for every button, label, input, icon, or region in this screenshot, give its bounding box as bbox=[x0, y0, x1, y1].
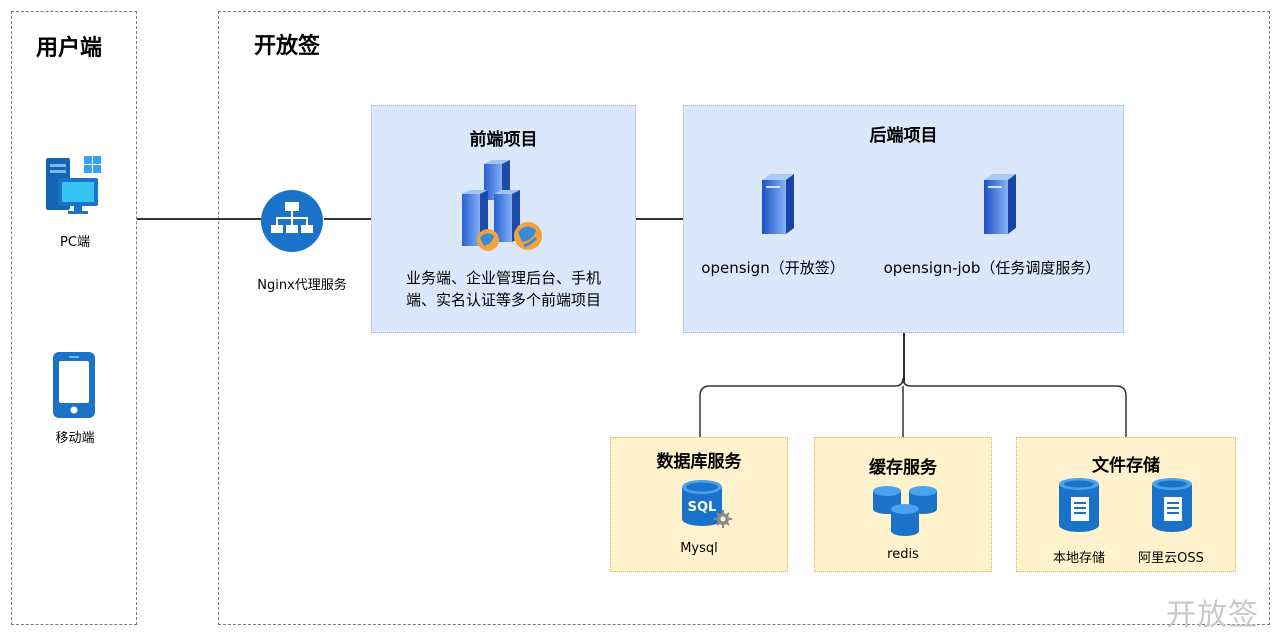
nginx-label: Nginx代理服务 bbox=[257, 278, 347, 293]
backend-service-opensign-job: opensign-job（任务调度服务） bbox=[883, 259, 1101, 277]
cloud-oss-storage-icon bbox=[1150, 477, 1194, 533]
frontend-title: 前端项目 bbox=[469, 130, 538, 150]
backend-service-opensign: opensign（开放签） bbox=[701, 259, 845, 277]
backend-box bbox=[683, 105, 1124, 333]
frontend-desc-line2: 端、实名认证等多个前端项目 bbox=[405, 291, 601, 309]
cache-item-redis: redis bbox=[887, 547, 919, 562]
sql-icon-text: SQL bbox=[688, 500, 717, 515]
connector-nginx-frontend bbox=[324, 218, 372, 220]
mobile-label: 移动端 bbox=[55, 431, 95, 446]
server-icon-opensign bbox=[760, 172, 796, 236]
backend-title: 后端项目 bbox=[869, 126, 938, 146]
system-title: 开放签 bbox=[254, 34, 321, 59]
storage-item-local: 本地存储 bbox=[1052, 551, 1105, 566]
connector-frontend-backend bbox=[636, 218, 684, 220]
system-panel bbox=[218, 11, 1270, 625]
connector-backend-trunk bbox=[903, 333, 905, 383]
connector-client-nginx bbox=[137, 218, 262, 220]
connector-branches bbox=[690, 370, 1140, 440]
user-side-panel bbox=[11, 11, 137, 625]
sql-database-icon: SQL bbox=[680, 479, 734, 531]
local-storage-icon bbox=[1057, 477, 1101, 533]
watermark: 开放签 bbox=[1166, 598, 1259, 633]
storage-box bbox=[1016, 437, 1236, 572]
storage-title: 文件存储 bbox=[1092, 456, 1160, 476]
user-side-title: 用户端 bbox=[36, 36, 103, 61]
cache-database-icon bbox=[871, 483, 941, 541]
server-cluster-icon bbox=[458, 160, 550, 254]
mobile-phone-icon bbox=[52, 351, 96, 419]
cache-title: 缓存服务 bbox=[869, 458, 937, 478]
pc-label: PC端 bbox=[60, 235, 90, 250]
network-hierarchy-icon bbox=[260, 189, 324, 253]
database-title: 数据库服务 bbox=[656, 452, 742, 472]
database-item-mysql: Mysql bbox=[680, 541, 718, 556]
frontend-desc-line1: 业务端、企业管理后台、手机 bbox=[405, 269, 601, 287]
pc-icon bbox=[44, 154, 104, 216]
storage-item-oss: 阿里云OSS bbox=[1138, 551, 1204, 566]
server-icon-opensign-job bbox=[982, 172, 1018, 236]
